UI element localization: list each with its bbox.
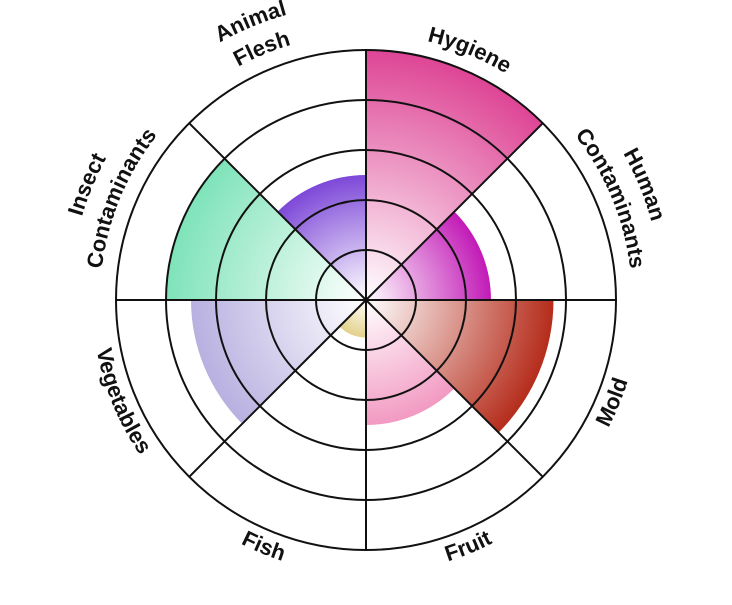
sector-vegetables xyxy=(190,300,366,424)
sector-fruit xyxy=(366,300,455,425)
sector-fish xyxy=(339,300,366,338)
sector-animal-flesh xyxy=(277,175,366,300)
grid-spoke-3 xyxy=(365,299,544,478)
category-label-fish: Fish xyxy=(238,526,289,566)
sector-mold xyxy=(366,300,554,433)
grid-spoke-5 xyxy=(188,299,367,478)
sector-hygiene xyxy=(366,50,543,300)
category-label-text: Fish xyxy=(238,526,289,566)
category-label-fruit: Fruit xyxy=(441,525,495,567)
category-label-text: Mold xyxy=(590,374,632,430)
sector-insect-contaminants xyxy=(166,158,366,300)
sector-layer xyxy=(166,50,554,433)
category-label-mold: Mold xyxy=(590,374,632,430)
grid-spoke-1 xyxy=(365,122,544,301)
sector-human-contaminants xyxy=(366,211,491,300)
grid-layer xyxy=(115,49,617,551)
grid-spoke-7 xyxy=(188,122,367,301)
category-label-text: Fruit xyxy=(441,525,495,567)
